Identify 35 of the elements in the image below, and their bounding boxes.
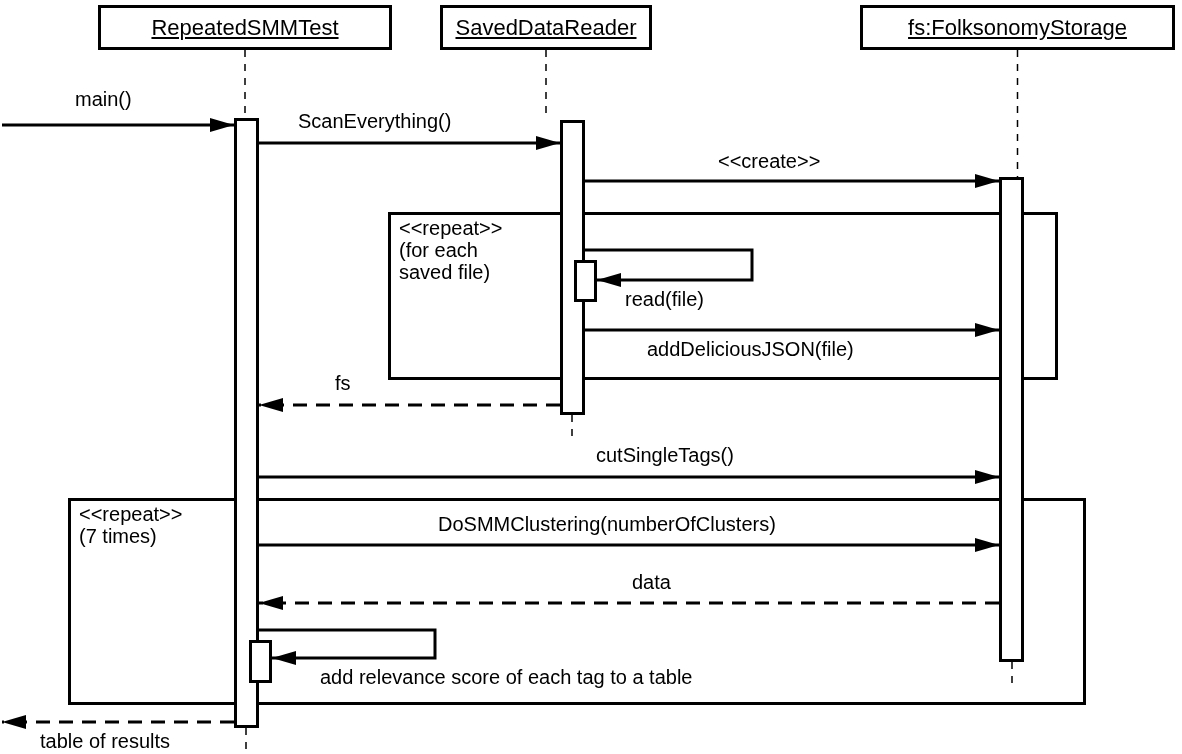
activation-bar: [234, 118, 259, 728]
message-label: addDeliciousJSON(file): [647, 338, 854, 360]
message-label: table of results: [40, 730, 171, 752]
return-arrow: [2, 715, 234, 729]
return-arrow: [259, 596, 999, 610]
lifeline: [1016, 49, 1019, 178]
object-box: RepeatedSMMTest: [98, 5, 392, 50]
frame-label: <<repeat>> (for each saved file): [399, 217, 504, 283]
message-label: ScanEverything(): [298, 110, 452, 132]
frame-label: <<repeat>> (7 times): [79, 503, 184, 547]
object-box: fs:FolksonomyStorage: [860, 5, 1175, 50]
loop-frame: [68, 498, 1086, 705]
return-arrow: [259, 398, 560, 412]
message-arrow: [259, 628, 437, 665]
message-arrow: [259, 538, 999, 552]
activation-bar: [249, 640, 272, 683]
message-arrow: [259, 136, 560, 150]
message-arrow: [2, 118, 234, 132]
activation-bar: [574, 260, 597, 302]
activation-bar: [560, 120, 585, 415]
message-label: <<create>>: [718, 150, 821, 172]
message-label: cutSingleTags(): [596, 444, 734, 466]
loop-frame: [388, 212, 1058, 380]
message-label: main(): [75, 88, 132, 110]
object-box: SavedDataReader: [440, 5, 652, 50]
message-label: fs: [335, 372, 351, 394]
activation-bar: [999, 177, 1024, 662]
message-label: read(file): [625, 288, 704, 310]
message-label: DoSMMClustering(numberOfClusters): [438, 513, 776, 535]
message-arrow: [585, 248, 754, 287]
message-label: add relevance score of each tag to a table: [320, 666, 693, 688]
message-arrow: [585, 323, 999, 337]
message-label: data: [632, 571, 671, 593]
message-arrow: [259, 470, 999, 484]
message-arrow: [585, 174, 999, 188]
